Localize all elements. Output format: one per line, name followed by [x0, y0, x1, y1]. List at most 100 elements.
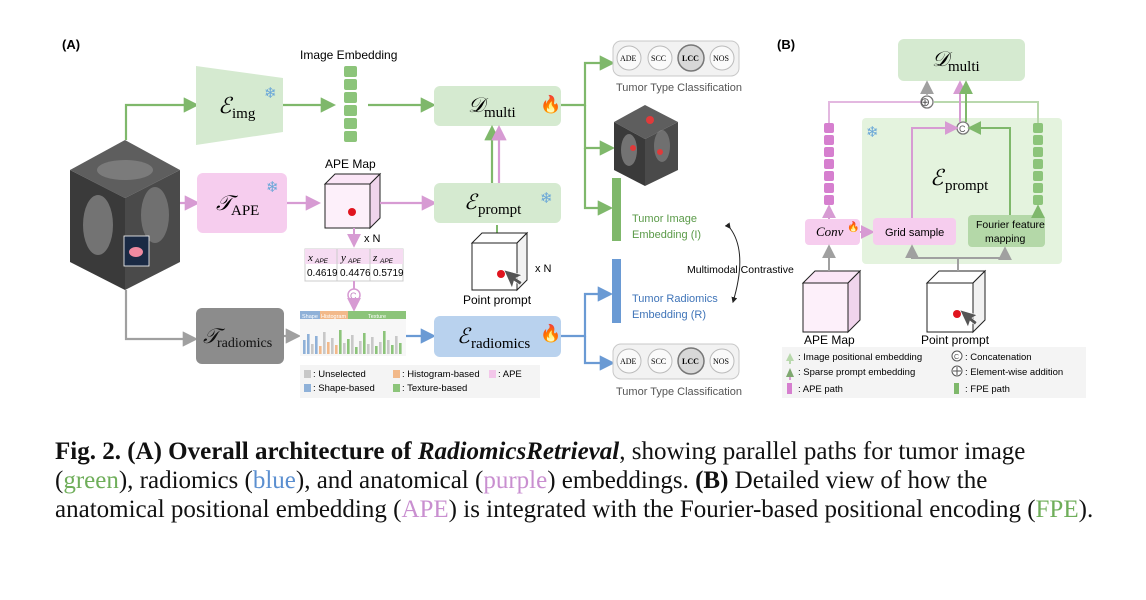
svg-text:C: C	[954, 354, 959, 361]
trainable-flame-icon: 🔥	[540, 323, 561, 343]
legend-b-concat: : Concatenation	[965, 352, 1032, 363]
radiomics-feature-bar	[387, 340, 390, 354]
radiomics-feature-bar	[311, 344, 314, 354]
radiomics-feature-bar	[391, 345, 394, 354]
segment-shape-label: Shape	[302, 314, 318, 320]
radiomics-feature-bar	[379, 342, 382, 354]
caption-fig-label: Fig. 2.	[55, 438, 121, 465]
ape-map-cube	[323, 172, 382, 230]
caption-text-2: ), radiomics (	[118, 467, 253, 494]
ape-transform-box: 𝒯 APE ❄	[197, 173, 287, 233]
caption-text-5: Detailed view of how the anatomical posi…	[55, 467, 988, 523]
multi-decoder-box: 𝒟 multi 🔥	[434, 86, 561, 126]
radiomics-feature-bar	[351, 335, 354, 354]
class-lcc: LCC	[682, 54, 699, 63]
legend-b-ape: : APE path	[798, 384, 843, 395]
b-prompt-encoder-subscript: prompt	[945, 178, 989, 194]
classification-label-top: Tumor Type Classification	[616, 82, 742, 94]
radiomics-encoder-box: ℰ radiomics 🔥	[434, 316, 561, 357]
tumor-radiomics-embedding-bar	[612, 259, 621, 323]
table-value-x: 0.4619	[307, 268, 338, 279]
image-encoder-subscript: img	[232, 106, 256, 122]
ape-coordinate-table: x APE y APE z APE 0.4619 0.4476 0.5719	[304, 248, 404, 282]
radiomics-feature-bar	[355, 347, 358, 354]
caption-text-3: ), and anatomical (	[295, 467, 484, 494]
multimodal-contrastive-label: Multimodal Contrastive	[687, 264, 794, 276]
radiomics-encoder-subscript: radiomics	[471, 336, 530, 352]
b-ape-embedding-stack	[824, 123, 834, 205]
trainable-flame-icon: 🔥	[540, 94, 561, 114]
radiomics-feature-bar	[383, 331, 386, 354]
ape-map-label: APE Map	[325, 157, 376, 171]
radiomics-feature-bar	[331, 338, 334, 354]
legend-b-image-pos: : Image positional embedding	[798, 352, 922, 363]
tumor-classification-top: ADE SCC LCC NOS	[612, 40, 740, 77]
b-conv-label: Conv	[816, 224, 844, 239]
b-grid-sample-label: Grid sample	[885, 227, 944, 239]
segmentation-output-cube	[614, 105, 678, 186]
tumor-image-embedding-label-1: Tumor Image	[632, 213, 697, 225]
image-encoder-box: ℰ img ❄	[196, 66, 283, 145]
table-header-z-sub: APE	[379, 258, 394, 265]
image-pos-arrow-icon	[786, 353, 794, 364]
caption-text-4: ) embeddings.	[547, 467, 689, 494]
panel-b-label: (B)	[777, 37, 795, 52]
table-header-x-sub: APE	[314, 258, 329, 265]
caption-text-6: ) is integrated with the Fourier-based p…	[448, 496, 1036, 523]
frozen-snowflake-icon: ❄	[264, 85, 277, 102]
radiomics-encoder-symbol: ℰ	[457, 324, 472, 348]
prompt-encoder-symbol: ℰ	[464, 190, 479, 214]
frozen-snowflake-icon: ❄	[540, 190, 553, 207]
radiomics-feature-bar	[335, 345, 338, 354]
caption-part-b: (B)	[695, 467, 729, 494]
point-prompt-cube	[470, 231, 529, 292]
b-fourier-label-2: mapping	[985, 233, 1025, 245]
frozen-snowflake-icon: ❄	[866, 124, 879, 141]
figure-caption: Fig. 2. (A) Overall architecture of Radi…	[55, 437, 1095, 524]
table-value-y: 0.4476	[340, 268, 371, 279]
class-lcc: LCC	[682, 357, 699, 366]
point-prompt-label: Point prompt	[463, 293, 532, 307]
radiomics-feature-bar	[319, 346, 322, 354]
multi-decoder-subscript: multi	[484, 105, 516, 121]
cursor-icon	[959, 309, 978, 328]
tumor-image-embedding-label-2: Embedding (I)	[632, 229, 701, 241]
caption-fpe: FPE	[1035, 496, 1079, 523]
b-concat-symbol: C	[959, 124, 966, 134]
image-embedding-label: Image Embedding	[300, 48, 397, 62]
caption-purple: purple	[483, 467, 548, 494]
b-point-prompt-cube	[925, 269, 987, 334]
caption-blue: blue	[252, 467, 296, 494]
class-ade: ADE	[620, 54, 637, 63]
legend-ape: : APE	[498, 369, 522, 380]
caption-ape: APE	[401, 496, 449, 523]
concat-symbol: C	[350, 291, 357, 301]
b-ape-map-label: APE Map	[804, 333, 855, 347]
architecture-diagram: (A) ℰ img ❄ Image Embedding 𝒟 multi 🔥	[62, 37, 1086, 398]
radiomics-transform-subscript: radiomics	[217, 336, 272, 351]
radiomics-feature-bar	[307, 334, 310, 354]
segment-histogram-label: Histogram	[321, 314, 346, 320]
ct-volume-cube	[70, 140, 180, 290]
table-header-z: z	[372, 252, 378, 264]
tumor-radiomics-embedding-label-1: Tumor Radiomics	[632, 293, 718, 305]
tumor-radiomics-embedding-label-2: Embedding (R)	[632, 309, 706, 321]
b-fourier-label-1: Fourier feature	[976, 219, 1045, 231]
table-header-x: x	[307, 252, 313, 264]
classification-label-bottom: Tumor Type Classification	[616, 386, 742, 398]
ape-transform-subscript: APE	[231, 203, 259, 219]
legend-histogram: : Histogram-based	[402, 369, 480, 380]
caption-part-a: (A) Overall architecture of	[127, 438, 412, 465]
legend-texture: : Texture-based	[402, 383, 467, 394]
contrastive-arrow	[724, 222, 741, 304]
segment-texture-label: Texture	[368, 314, 386, 320]
legend-unselected: : Unselected	[313, 369, 366, 380]
table-value-z: 0.5719	[373, 268, 404, 279]
class-nos: NOS	[713, 357, 729, 366]
image-encoder-symbol: ℰ	[218, 93, 234, 118]
tumor-image-embedding-bar	[612, 178, 621, 241]
b-grid-sample-box: Grid sample	[873, 218, 956, 245]
radiomics-transform-box: 𝒯 radiomics	[196, 308, 284, 364]
radiomics-feature-panel: Shape Histogram Texture	[300, 311, 406, 356]
radiomics-feature-bar	[315, 336, 318, 354]
